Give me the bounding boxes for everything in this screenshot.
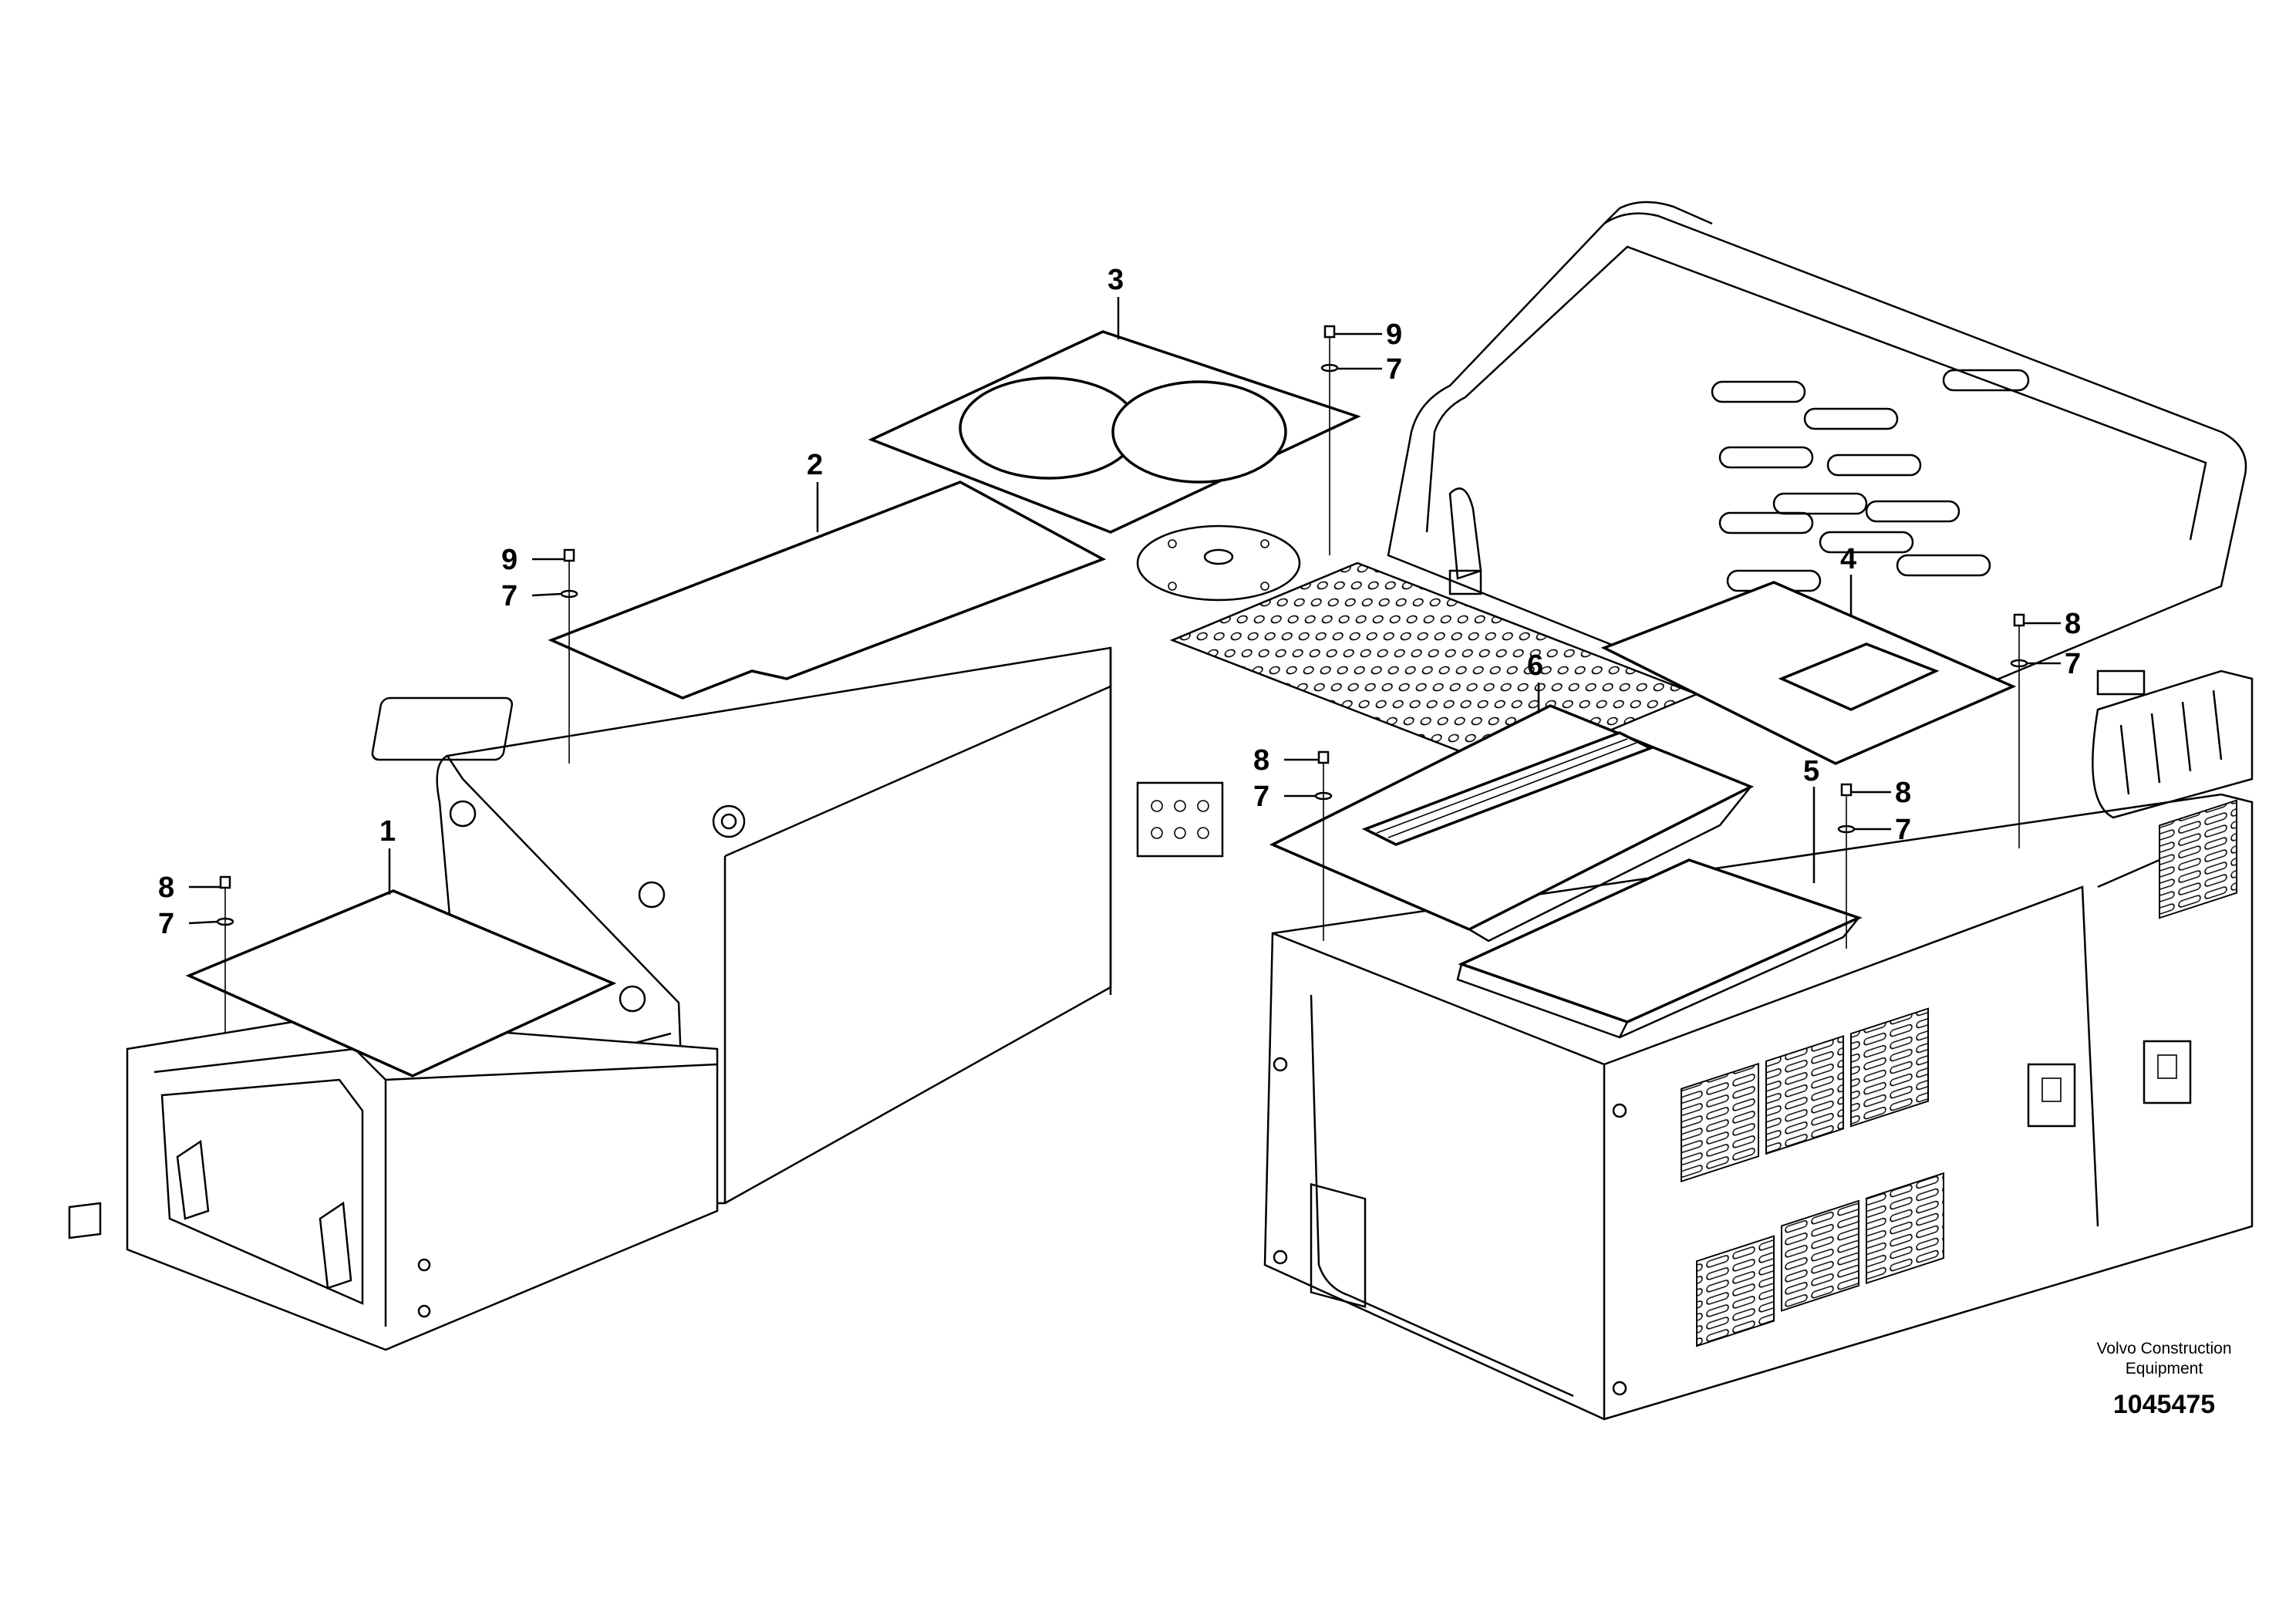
callout-6: 6 [1527, 649, 1543, 682]
numbered-plates [185, 330, 2017, 1077]
plate-6 [1269, 704, 1755, 943]
callout-3: 3 [1108, 264, 1124, 296]
central-deck [1136, 524, 1301, 602]
callout-7-e: 7 [1895, 814, 1911, 846]
drawing-number: 1045475 [2113, 1390, 2215, 1419]
callout-8-c: 8 [1895, 777, 1911, 809]
callout-8-a: 8 [158, 872, 174, 904]
callout-labels: 1 2 3 4 5 6 8 7 9 7 9 7 8 7 8 7 8 7 [158, 264, 2081, 940]
bolt-9-b [1323, 325, 1336, 339]
bolt-8-a [219, 875, 231, 889]
right-grill [2092, 669, 2254, 919]
left-housing [371, 646, 1224, 1205]
bolt-8-b [1317, 750, 1330, 764]
callout-8-d: 8 [2065, 608, 2081, 640]
leader-lines [188, 297, 2061, 925]
manufacturer-line-2: Equipment [2126, 1360, 2203, 1378]
callout-4: 4 [1840, 543, 1856, 575]
plate-4 [1600, 581, 2017, 765]
drawing-caption: Volvo Construction Equipment 1045475 [2096, 1340, 2231, 1419]
bolt-9-a [563, 548, 575, 562]
engine-hood [1387, 201, 2247, 742]
plate-2 [548, 481, 1107, 700]
callout-7-a: 7 [158, 908, 174, 940]
machine-body [68, 201, 2254, 1421]
callout-2: 2 [807, 449, 823, 481]
plate-1 [185, 889, 617, 1077]
plate-3 [868, 330, 1361, 534]
plate-5 [1456, 858, 1863, 1039]
callout-5: 5 [1803, 755, 1819, 787]
callout-9-b: 9 [1386, 319, 1402, 351]
bolt-8-c [1840, 783, 1853, 797]
hood-latch [1448, 487, 1482, 595]
callout-8-b: 8 [1253, 744, 1269, 777]
callout-9-a: 9 [501, 544, 518, 576]
manufacturer-line-1: Volvo Construction [2096, 1340, 2231, 1357]
callout-7-f: 7 [2065, 648, 2081, 680]
callout-7-c: 7 [1386, 353, 1402, 386]
callout-7-b: 7 [501, 580, 518, 612]
callout-1: 1 [379, 815, 396, 848]
callout-7-d: 7 [1253, 781, 1269, 813]
